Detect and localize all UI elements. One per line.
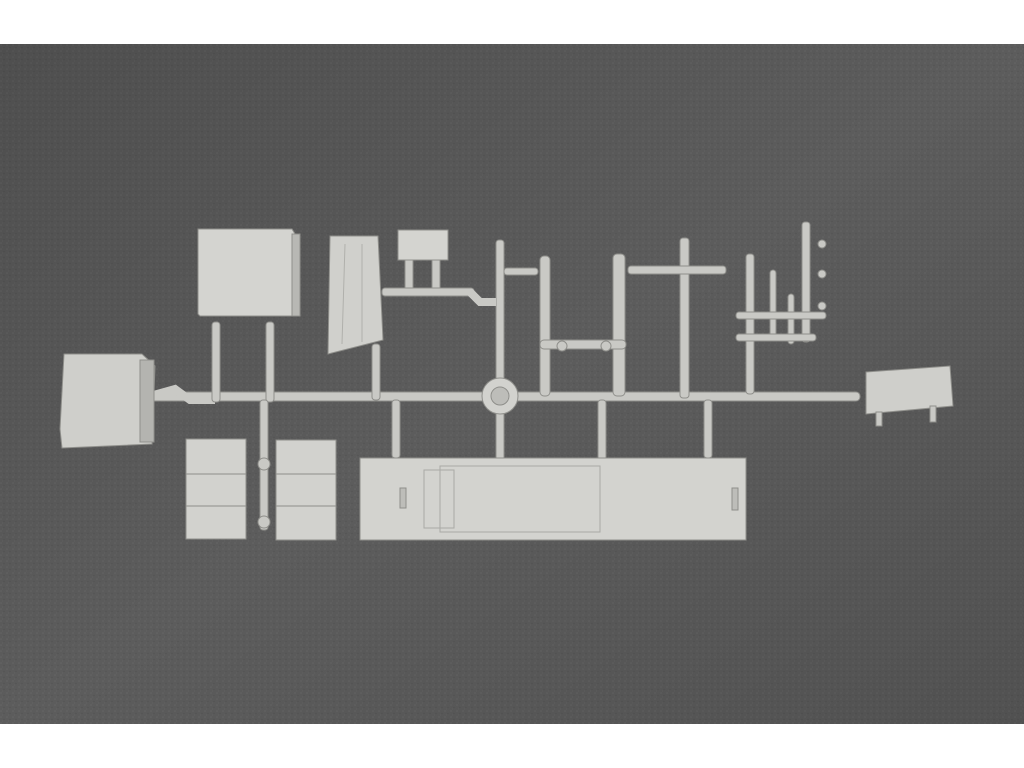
vertical-runner-1 bbox=[211, 321, 221, 403]
upper-runner-right bbox=[627, 265, 727, 275]
part-rod-3 bbox=[801, 221, 811, 343]
vertical-runner-6 bbox=[495, 239, 505, 461]
upper-runner-left bbox=[381, 287, 475, 297]
sprue-photo bbox=[0, 44, 1024, 724]
part-box-right bbox=[865, 365, 954, 415]
part-box-left bbox=[59, 353, 156, 449]
part-step-left bbox=[185, 438, 247, 540]
vertical-runner-5 bbox=[391, 399, 401, 459]
part-box-top-left bbox=[197, 228, 301, 317]
part-small-box bbox=[397, 229, 449, 261]
part-rod-1 bbox=[539, 255, 551, 397]
part-panel-tall bbox=[327, 235, 384, 355]
vertical-runner-7 bbox=[597, 399, 607, 461]
part-floor-plate bbox=[359, 457, 747, 541]
part-rod-2 bbox=[612, 253, 626, 397]
vertical-runner-10 bbox=[745, 253, 755, 395]
sprue-frame bbox=[59, 221, 954, 541]
vertical-runner-4 bbox=[371, 343, 381, 401]
sprue-illustration bbox=[0, 44, 1024, 724]
vertical-runner-2 bbox=[265, 321, 275, 403]
part-step-right bbox=[275, 439, 337, 541]
vertical-runner-9 bbox=[679, 237, 690, 399]
left-branch bbox=[148, 384, 215, 404]
vertical-runner-8 bbox=[703, 399, 713, 459]
